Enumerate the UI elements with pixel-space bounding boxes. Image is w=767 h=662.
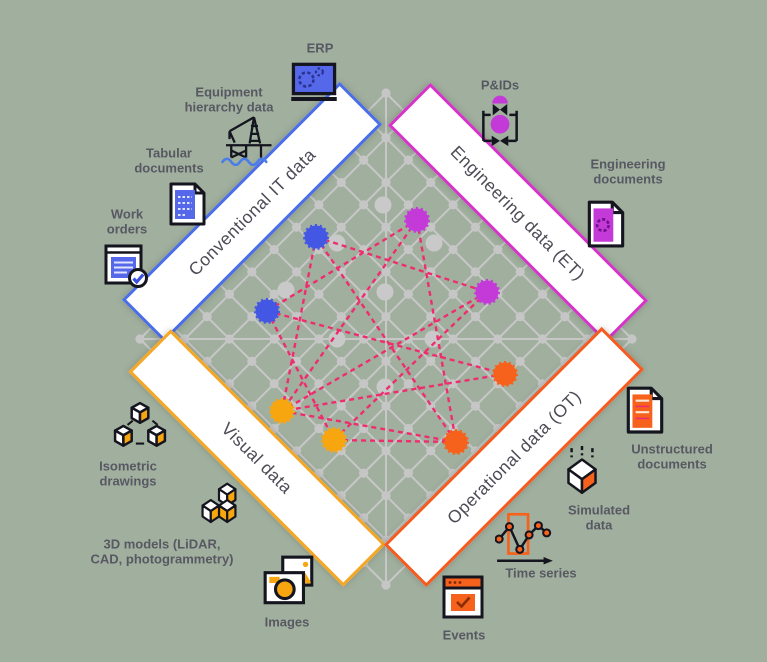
gray-hub-node (424, 330, 442, 348)
gray-hub-node (328, 330, 346, 348)
unstructured-document-icon (621, 384, 669, 436)
gray-hub-node (376, 283, 394, 301)
erp-label: ERP (306, 40, 334, 56)
gray-hub-node (376, 378, 394, 396)
mesh-edge-blue2-magenta1 (266, 218, 418, 313)
mesh-node-amber1 (269, 398, 295, 424)
mesh-node-magenta1 (404, 207, 430, 233)
images-label: Images (264, 614, 310, 630)
time-series-label: Time series (505, 565, 577, 581)
camera-icon (261, 553, 319, 607)
tabular-document-icon (164, 180, 210, 228)
mesh-edge-blue1-amber1 (280, 236, 318, 412)
equipment-hierarchy-label: Equipment hierarchy data (184, 84, 274, 115)
work-orders-label: Work orders (106, 206, 148, 237)
work-orders-icon (102, 240, 152, 290)
erp-icon (288, 60, 340, 106)
mesh-edge-magenta2-amber1 (281, 290, 488, 413)
oil-rig-icon (219, 112, 275, 167)
stacked-cubes-icon (198, 480, 240, 526)
unstructured-documents-label: Unstructured documents (631, 441, 713, 472)
gray-hub-node (277, 281, 295, 299)
mesh-node-amber2 (321, 427, 347, 453)
time-series-icon (494, 506, 557, 566)
mesh-edge-magenta1-orange2 (415, 219, 458, 443)
mesh-edge-blue1-magenta2 (315, 235, 488, 294)
isometric-drawings-label: Isometric drawings (99, 458, 157, 489)
mesh-edge-orange1-amber1 (281, 372, 506, 413)
events-label: Events (442, 627, 486, 643)
gray-hub-node (374, 196, 392, 214)
simulated-cube-icon (556, 446, 608, 496)
gray-hub-node (425, 234, 443, 252)
mesh-node-blue2 (254, 298, 280, 324)
mesh-node-blue1 (303, 224, 329, 250)
3d-models-label: 3D models (LiDAR, CAD, photogrammetry) (90, 536, 234, 567)
simulated-data-label: Simulated data (567, 502, 631, 533)
events-window-icon (439, 572, 487, 622)
mesh-node-orange1 (492, 361, 518, 387)
engineering-documents-label: Engineering documents (590, 156, 666, 187)
tabular-documents-label: Tabular documents (134, 145, 204, 176)
mesh-node-magenta2 (474, 279, 500, 305)
mesh-edge-orange2-amber1 (281, 409, 457, 444)
pids-label: P&IDs (480, 77, 520, 93)
mesh-node-orange2 (443, 429, 469, 455)
engineering-document-icon (581, 198, 631, 250)
mesh-edge-magenta1-amber1 (281, 219, 418, 412)
isometric-cubes-icon (113, 401, 167, 449)
mesh-edge-orange2-amber2 (333, 438, 457, 444)
valve-icon (474, 92, 526, 147)
